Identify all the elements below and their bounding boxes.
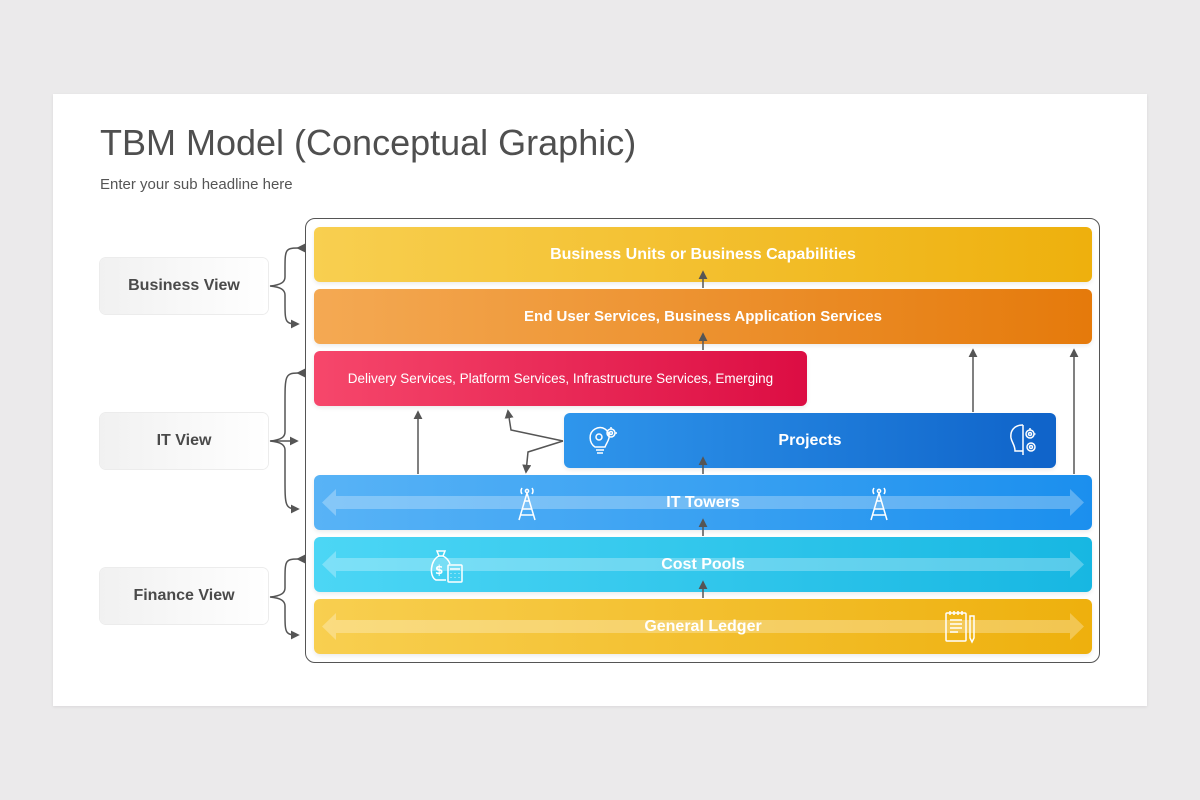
end-user-services-label: End User Services, Business Application … bbox=[524, 308, 882, 325]
general-ledger-label: General Ledger bbox=[644, 617, 762, 635]
business-view-label: Business View bbox=[100, 258, 268, 314]
cost-pools-label: Cost Pools bbox=[661, 555, 745, 573]
svg-text:$: $ bbox=[435, 563, 443, 577]
radio-tower-icon bbox=[518, 487, 536, 521]
double-arrow-icon bbox=[322, 489, 1084, 516]
end-user-services-layer: End User Services, Business Application … bbox=[314, 289, 1092, 344]
page-title: TBM Model (Conceptual Graphic) bbox=[100, 122, 637, 163]
it-view-brace bbox=[269, 368, 306, 514]
it-towers-layer: IT Towers bbox=[314, 475, 1092, 530]
money-bag-calculator-icon: $ bbox=[430, 550, 463, 583]
general-ledger-layer: General Ledger bbox=[314, 599, 1092, 654]
model-frame bbox=[305, 218, 1100, 663]
cost-pools-layer: Cost Pools $ bbox=[314, 537, 1092, 592]
business-units-label: Business Units or Business Capabilities bbox=[550, 245, 856, 263]
finance-view-brace bbox=[269, 554, 306, 640]
finance-view-label: Finance View bbox=[100, 568, 268, 624]
double-arrow-icon bbox=[322, 551, 1084, 578]
document-ledger-icon bbox=[945, 611, 975, 644]
business-units-layer: Business Units or Business Capabilities bbox=[314, 227, 1092, 282]
idea-gear-icon bbox=[589, 426, 617, 454]
page-subtitle: Enter your sub headline here bbox=[100, 176, 293, 193]
radio-tower-icon bbox=[870, 487, 888, 521]
projects-label: Projects bbox=[778, 431, 842, 449]
it-towers-label: IT Towers bbox=[666, 493, 740, 511]
it-view-label: IT View bbox=[100, 413, 268, 469]
projects-layer: Projects bbox=[564, 413, 1056, 468]
slide: TBM Model (Conceptual Graphic) Enter you… bbox=[53, 94, 1147, 706]
business-view-brace bbox=[269, 243, 306, 329]
brain-gear-icon bbox=[1010, 424, 1036, 455]
double-arrow-icon bbox=[322, 613, 1084, 640]
delivery-services-layer: Delivery Services, Platform Services, In… bbox=[314, 351, 807, 406]
delivery-services-label: Delivery Services, Platform Services, In… bbox=[347, 371, 774, 386]
